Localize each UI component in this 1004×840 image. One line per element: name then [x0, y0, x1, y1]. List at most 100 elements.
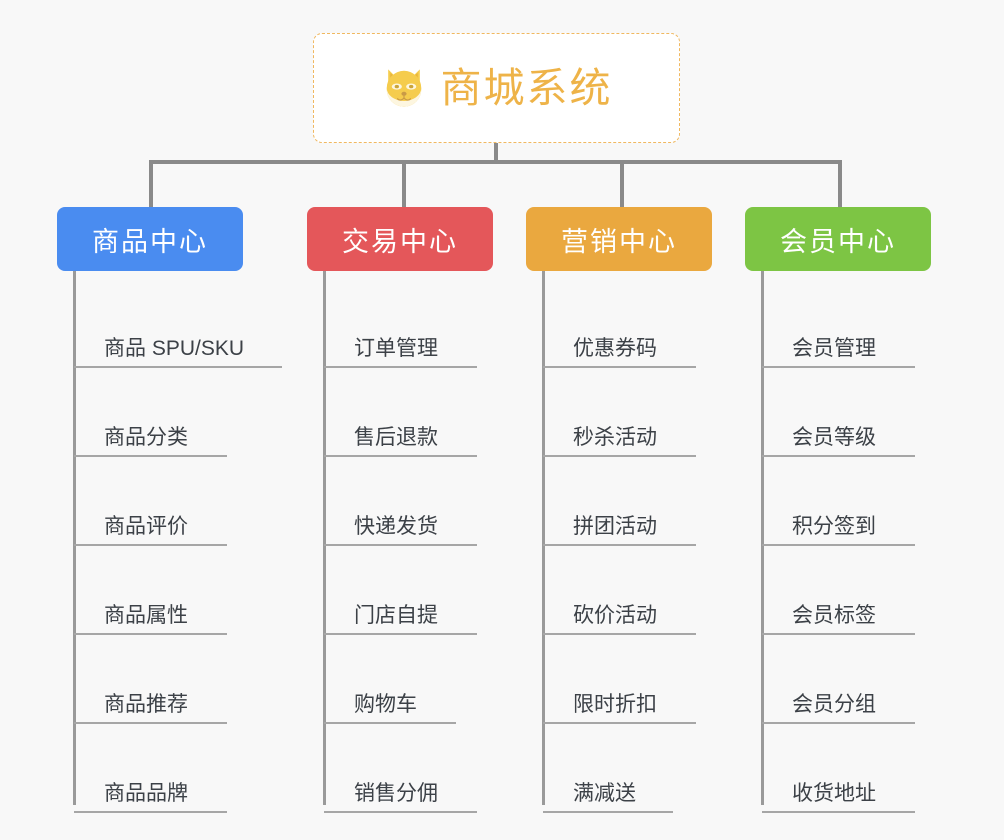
- branch-item[interactable]: 销售分佣: [307, 724, 493, 813]
- branch-item[interactable]: 商品评价: [57, 457, 243, 546]
- branch-item[interactable]: 商品推荐: [57, 635, 243, 724]
- branch-trunk-line: [761, 271, 764, 805]
- branch-item-list: 订单管理售后退款快递发货门店自提购物车销售分佣: [307, 271, 493, 813]
- branch-item-list: 商品 SPU/SKU 商品分类商品评价商品属性商品推荐商品品牌: [57, 271, 282, 813]
- branch-item-underline: [543, 811, 673, 813]
- branch-item-label: 商品推荐: [104, 693, 188, 716]
- branch-item[interactable]: 会员分组: [745, 635, 931, 724]
- branch-item-label: 会员管理: [792, 337, 876, 360]
- branch-item-label: 商品品牌: [104, 782, 188, 805]
- branch-item-label: 购物车: [354, 693, 417, 716]
- branch-item-underline: [543, 633, 696, 635]
- branch-head-label: 会员中心: [780, 226, 896, 257]
- branch-item-label: 商品 SPU/SKU: [104, 337, 245, 360]
- branch-trunk-line: [323, 271, 326, 805]
- branch-item-label: 销售分佣: [354, 782, 438, 805]
- branch-drop-connector: [402, 160, 406, 208]
- branch-item-list: 会员管理会员等级积分签到会员标签会员分组收货地址: [745, 271, 931, 813]
- branch-item-label: 拼团活动: [573, 515, 657, 538]
- branch-item[interactable]: 快递发货: [307, 457, 493, 546]
- branch-item-label: 收货地址: [792, 782, 876, 805]
- branch-item-underline: [762, 455, 915, 457]
- branch-head-3[interactable]: 营销中心: [526, 207, 712, 271]
- branch-item[interactable]: 商品 SPU/SKU: [57, 279, 282, 368]
- branch-item-label: 积分签到: [792, 515, 876, 538]
- branch-item[interactable]: 会员等级: [745, 368, 931, 457]
- branch-item[interactable]: 拼团活动: [526, 457, 712, 546]
- branch-item-label: 砍价活动: [573, 604, 657, 627]
- branch-column: 交易中心订单管理售后退款快递发货门店自提购物车销售分佣: [307, 207, 493, 813]
- branch-item-label: 优惠券码: [573, 337, 657, 360]
- branch-item-underline: [762, 811, 915, 813]
- branch-item-label: 售后退款: [354, 426, 438, 449]
- branch-item[interactable]: 优惠券码: [526, 279, 712, 368]
- branch-item-underline: [543, 544, 696, 546]
- root-stem-connector: [494, 143, 498, 163]
- branch-item-underline: [543, 455, 696, 457]
- branch-item[interactable]: 售后退款: [307, 368, 493, 457]
- branch-item[interactable]: 门店自提: [307, 546, 493, 635]
- branch-drop-connector: [620, 160, 624, 208]
- branch-trunk-line: [73, 271, 76, 805]
- branch-item-label: 商品评价: [104, 515, 188, 538]
- branch-bus-connector: [149, 160, 838, 164]
- branch-drop-connector: [838, 160, 842, 208]
- branch-item[interactable]: 秒杀活动: [526, 368, 712, 457]
- branch-column: 商品中心商品 SPU/SKU 商品分类商品评价商品属性商品推荐商品品牌: [57, 207, 282, 813]
- branch-column: 营销中心优惠券码秒杀活动拼团活动砍价活动限时折扣满减送: [526, 207, 712, 813]
- branch-item-label: 秒杀活动: [573, 426, 657, 449]
- branch-item[interactable]: 会员管理: [745, 279, 931, 368]
- branch-item-underline: [324, 811, 477, 813]
- branch-item[interactable]: 会员标签: [745, 546, 931, 635]
- shiba-dog-face-icon: [386, 69, 421, 107]
- branch-head-label: 商品中心: [92, 226, 208, 257]
- branch-item-label: 满减送: [573, 782, 636, 805]
- branch-item-underline: [324, 633, 477, 635]
- branch-item-label: 商品分类: [104, 426, 188, 449]
- root-node[interactable]: 商城系统: [313, 33, 680, 143]
- branch-item-underline: [543, 366, 696, 368]
- branch-item-label: 快递发货: [354, 515, 438, 538]
- branch-item[interactable]: 订单管理: [307, 279, 493, 368]
- branch-item[interactable]: 商品分类: [57, 368, 243, 457]
- branch-item-label: 会员分组: [792, 693, 876, 716]
- branch-head-2[interactable]: 交易中心: [307, 207, 493, 271]
- branch-item-label: 会员标签: [792, 604, 876, 627]
- branch-item-underline: [762, 722, 915, 724]
- branch-head-4[interactable]: 会员中心: [745, 207, 931, 271]
- branch-item[interactable]: 限时折扣: [526, 635, 712, 724]
- branch-item-underline: [74, 633, 227, 635]
- branch-item[interactable]: 商品品牌: [57, 724, 243, 813]
- branch-item[interactable]: 商品属性: [57, 546, 243, 635]
- branch-item[interactable]: 砍价活动: [526, 546, 712, 635]
- branch-item[interactable]: 满减送: [526, 724, 712, 813]
- branch-item-underline: [762, 633, 915, 635]
- branch-item-underline: [74, 455, 227, 457]
- branch-item-underline: [74, 722, 227, 724]
- branch-trunk-line: [542, 271, 545, 805]
- branch-drop-connector: [149, 160, 153, 208]
- branch-column: 会员中心会员管理会员等级积分签到会员标签会员分组收货地址: [745, 207, 931, 813]
- branch-item[interactable]: 购物车: [307, 635, 493, 724]
- branch-item-underline: [762, 366, 915, 368]
- branch-head-1[interactable]: 商品中心: [57, 207, 243, 271]
- branch-item-underline: [324, 544, 477, 546]
- branch-item[interactable]: 积分签到: [745, 457, 931, 546]
- branch-item-underline: [543, 722, 696, 724]
- branch-item-underline: [324, 366, 477, 368]
- branch-item-underline: [74, 544, 227, 546]
- branch-item-underline: [74, 811, 227, 813]
- branch-item[interactable]: 收货地址: [745, 724, 931, 813]
- branch-item-list: 优惠券码秒杀活动拼团活动砍价活动限时折扣满减送: [526, 271, 712, 813]
- branch-item-label: 会员等级: [792, 426, 876, 449]
- branch-item-label: 门店自提: [354, 604, 438, 627]
- branch-item-underline: [324, 722, 456, 724]
- branch-head-label: 营销中心: [561, 226, 677, 257]
- branch-item-label: 限时折扣: [573, 693, 657, 716]
- branch-head-label: 交易中心: [342, 226, 458, 257]
- branch-item-underline: [762, 544, 915, 546]
- branch-item-underline: [74, 366, 282, 368]
- branch-item-underline: [324, 455, 477, 457]
- branch-item-label: 订单管理: [354, 337, 438, 360]
